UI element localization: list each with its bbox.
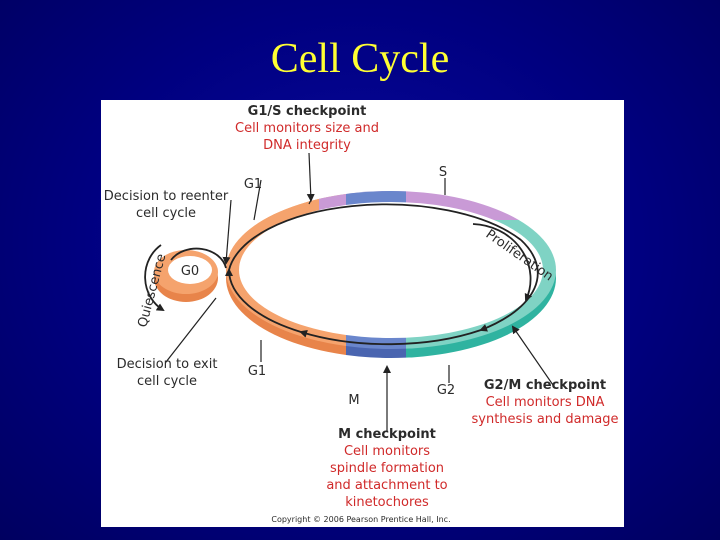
decision-reenter-2: cell cycle xyxy=(136,206,196,221)
g2m-pointer xyxy=(511,325,554,386)
phase-label-g0: G0 xyxy=(181,264,199,279)
reenter-pointer xyxy=(222,199,232,265)
g1s-checkpoint-desc-1: Cell monitors size and xyxy=(235,121,379,136)
m-checkpoint-desc-1: Cell monitors xyxy=(344,444,430,459)
decision-exit-2: cell cycle xyxy=(137,374,197,389)
slide-title: Cell Cycle xyxy=(270,36,450,82)
m-checkpoint-title: M checkpoint xyxy=(338,427,436,442)
phase-label-m: M xyxy=(348,393,359,408)
m-checkpoint-desc-4: kinetochores xyxy=(345,495,429,510)
g2m-checkpoint-desc-2: synthesis and damage xyxy=(471,412,618,427)
cell-cycle-diagram: G1/S checkpoint Cell monitors size and D… xyxy=(104,104,619,524)
g1s-checkpoint-desc-2: DNA integrity xyxy=(263,138,351,153)
g2m-checkpoint-title: G2/M checkpoint xyxy=(484,378,606,393)
decision-reenter-1: Decision to reenter xyxy=(104,189,229,204)
phase-label-g2: G2 xyxy=(437,383,455,398)
g0-loop xyxy=(154,250,218,302)
m-checkpoint-desc-3: and attachment to xyxy=(326,478,447,493)
g1s-checkpoint-title: G1/S checkpoint xyxy=(248,104,367,119)
phase-label-g1-top: G1 xyxy=(244,177,262,192)
g2m-checkpoint-desc-1: Cell monitors DNA xyxy=(486,395,605,410)
phase-label-g1-bottom: G1 xyxy=(248,364,266,379)
ring-inner-hole xyxy=(239,202,543,338)
cycle-arrow xyxy=(144,203,539,346)
g1-top-pointer xyxy=(253,179,262,221)
m-checkpoint-desc-2: spindle formation xyxy=(330,461,444,476)
exit-pointer xyxy=(165,297,217,363)
pointer-lines xyxy=(165,152,554,432)
decision-exit-1: Decision to exit xyxy=(117,357,218,372)
copyright-text: Copyright © 2006 Pearson Prentice Hall, … xyxy=(271,515,450,524)
cell-cycle-figure: G1/S checkpoint Cell monitors size and D… xyxy=(101,100,624,527)
phase-label-s: S xyxy=(439,165,447,180)
